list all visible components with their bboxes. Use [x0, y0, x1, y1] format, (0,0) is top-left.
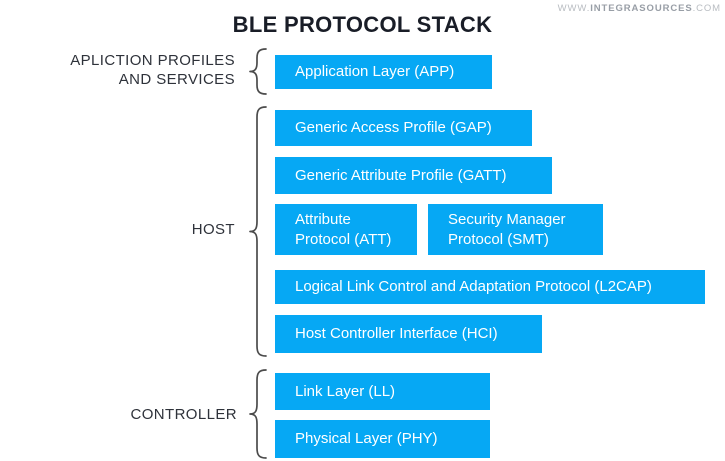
- brace-application-section: [249, 48, 267, 95]
- layer-box-smt: Security Manager Protocol (SMT): [428, 204, 603, 255]
- section-label-line: AND SERVICES: [118, 70, 235, 88]
- watermark: WWW.INTEGRASOURCES.COM: [558, 3, 721, 14]
- layer-box-label: Logical Link Control and Adaptation Prot…: [295, 278, 652, 296]
- layer-box-physical-layer: Physical Layer (PHY): [275, 420, 490, 458]
- page-title: BLE PROTOCOL STACK: [232, 12, 493, 37]
- brace-host-section: [249, 106, 267, 357]
- layer-box-gatt: Generic Attribute Profile (GATT): [275, 157, 552, 194]
- section-label-line: HOST: [191, 221, 235, 238]
- section-label-host: HOST: [192, 221, 235, 240]
- layer-box-hci: Host Controller Interface (HCI): [275, 315, 542, 353]
- layer-box-label: Attribute: [295, 211, 351, 228]
- section-label-application-profiles: APLICTION PROFILES AND SERVICES: [70, 52, 235, 89]
- layer-box-label: Protocol (SMT): [448, 230, 549, 248]
- watermark-prefix: WWW.: [557, 3, 591, 14]
- watermark-suffix: .COM: [692, 3, 721, 14]
- layer-box-label: Generic Attribute Profile (GATT): [295, 166, 507, 184]
- section-label-controller: CONTROLLER: [130, 406, 237, 425]
- layer-box-label: Generic Access Profile (GAP): [295, 119, 492, 137]
- layer-box-label: Physical Layer (PHY): [295, 430, 438, 448]
- section-label-line: APLICTION PROFILES: [70, 52, 235, 69]
- watermark-brand: INTEGRASOURCES: [590, 3, 693, 14]
- layer-box-label: Host Controller Interface (HCI): [295, 325, 498, 343]
- layer-box-label: Security Manager: [448, 211, 566, 228]
- section-label-line: CONTROLLER: [130, 406, 237, 423]
- layer-box-label: Link Layer (LL): [295, 382, 396, 400]
- layer-box-application: Application Layer (APP): [275, 55, 492, 89]
- layer-box-gap: Generic Access Profile (GAP): [275, 110, 532, 146]
- layer-box-label: Application Layer (APP): [295, 63, 455, 81]
- layer-box-att: Attribute Protocol (ATT): [275, 204, 417, 255]
- brace-controller-section: [249, 369, 267, 459]
- layer-box-l2cap: Logical Link Control and Adaptation Prot…: [275, 270, 705, 304]
- layer-box-link-layer: Link Layer (LL): [275, 373, 490, 410]
- layer-box-label: Protocol (ATT): [295, 230, 392, 248]
